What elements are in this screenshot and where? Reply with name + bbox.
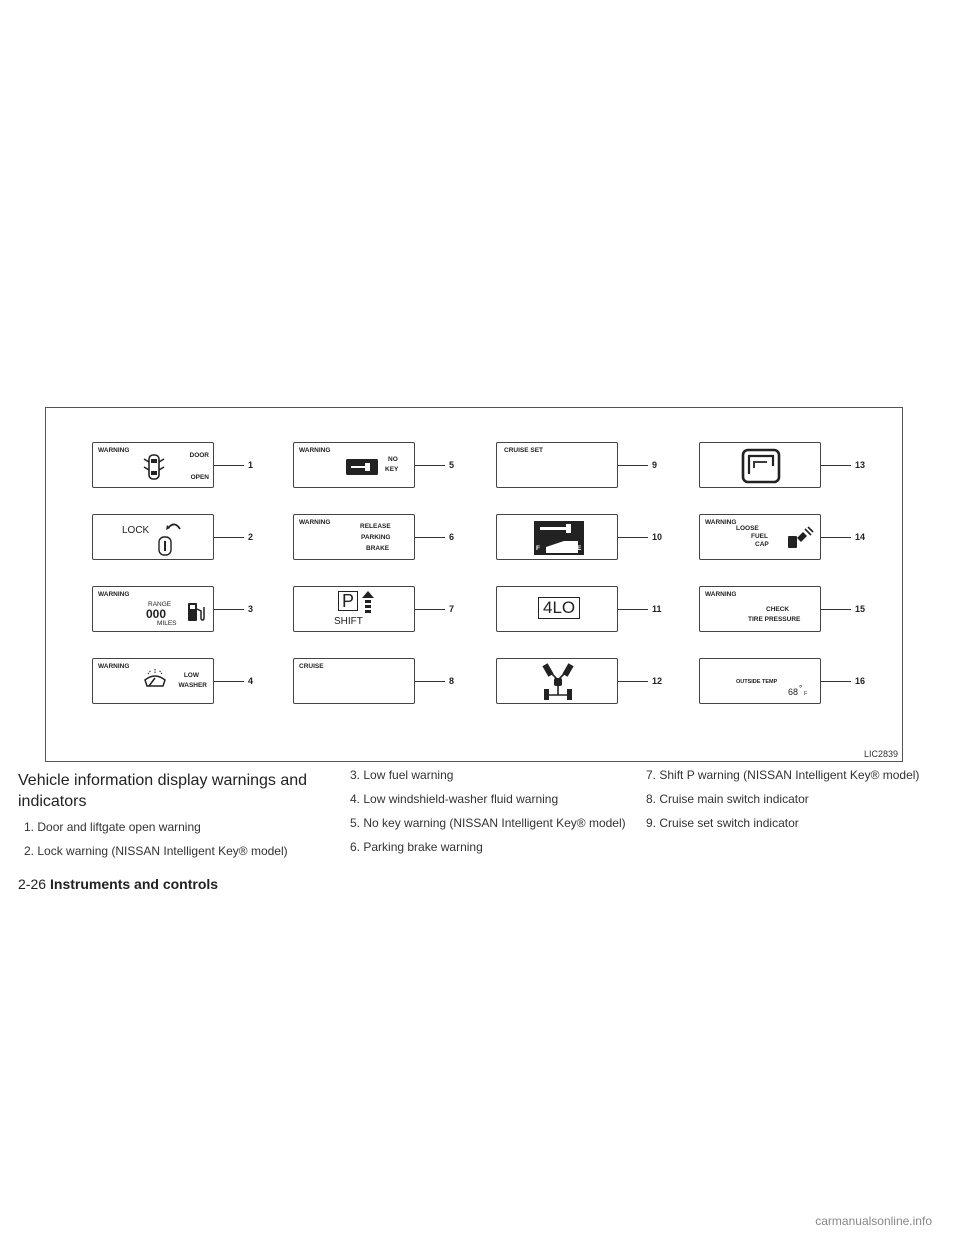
- callout-6: 6: [449, 532, 455, 542]
- section-title: Instruments and controls: [50, 876, 219, 892]
- display-parking-brake: WARNING RELEASE PARKING BRAKE: [293, 514, 415, 560]
- display-door-open: WARNING DOOR OPEN: [92, 442, 214, 488]
- fahrenheit-label: F: [804, 691, 808, 697]
- key-label: KEY: [385, 466, 399, 473]
- car-doors-open-icon: [143, 454, 165, 480]
- warning-label: WARNING: [299, 447, 331, 454]
- text-column-1: Vehicle information display warnings and…: [18, 768, 318, 868]
- four-wheel-drive-icon: [542, 663, 574, 700]
- fuel-gauge-icon: [540, 524, 578, 553]
- fuel-label: FUEL: [751, 533, 768, 540]
- brake-label: BRAKE: [366, 545, 390, 552]
- display-low-fuel: WARNING RANGE 000 MILES: [92, 586, 214, 632]
- indicator-figure: WARNING DOOR OPEN 1 LOCK 2 WARNING RANGE…: [45, 407, 903, 762]
- range-label: RANGE: [148, 601, 172, 608]
- list-item: 6. Parking brake warning: [350, 840, 483, 854]
- callout-5: 5: [449, 460, 455, 470]
- display-shift-p: P SHIFT: [293, 586, 415, 632]
- list-item: 8. Cruise main switch indicator: [646, 792, 809, 806]
- display-lock: LOCK: [92, 514, 214, 560]
- open-label: OPEN: [190, 474, 209, 481]
- outside-temp-label: OUTSIDE TEMP: [736, 679, 778, 685]
- gauge-f-label: F: [536, 545, 540, 552]
- callout-13: 13: [855, 460, 866, 470]
- display-fuel-gauge: F E: [496, 514, 618, 560]
- callout-2: 2: [248, 532, 254, 542]
- warning-label: WARNING: [705, 591, 737, 598]
- text-column-3: 7. Shift P warning (NISSAN Intelligent K…: [640, 768, 925, 840]
- list-item: 9. Cruise set switch indicator: [646, 816, 799, 830]
- callout-15: 15: [855, 604, 866, 614]
- 4lo-label: 4LO: [538, 597, 581, 619]
- display-loose-fuel-cap: WARNING LOOSE FUEL CAP: [699, 514, 821, 560]
- key-fob-icon: [346, 459, 378, 475]
- callout-1: 1: [248, 460, 254, 470]
- arrow-up-icon: [362, 591, 374, 613]
- callout-4: 4: [248, 676, 254, 686]
- cap-label: CAP: [755, 541, 769, 548]
- warning-label: WARNING: [98, 447, 130, 454]
- shift-label: SHIFT: [334, 616, 363, 627]
- list-item: 2. Lock warning (NISSAN Intelligent Key®…: [24, 844, 288, 858]
- display-liftgate: [699, 442, 821, 488]
- door-label: DOOR: [189, 452, 210, 459]
- list-item: 4. Low windshield-washer fluid warning: [350, 792, 559, 806]
- display-no-key: WARNING NO KEY: [293, 442, 415, 488]
- callout-9: 9: [652, 460, 658, 470]
- display-low-washer: WARNING LOW WASHER: [92, 658, 214, 704]
- miles-label: MILES: [157, 620, 177, 627]
- list-item: 1. Door and liftgate open warning: [24, 820, 201, 834]
- low-label: LOW: [183, 672, 199, 679]
- washer-fluid-icon: [144, 669, 166, 687]
- figure-code: LIC2839: [863, 749, 898, 759]
- degree-symbol: °: [799, 684, 803, 693]
- page-number: 2-26: [18, 876, 47, 892]
- liftgate-open-icon: [741, 448, 781, 484]
- callout-8: 8: [449, 676, 455, 686]
- check-label: CHECK: [766, 606, 790, 613]
- warning-label: WARNING: [299, 519, 331, 526]
- washer-label: WASHER: [178, 682, 207, 689]
- list-item: 7. Shift P warning (NISSAN Intelligent K…: [646, 768, 920, 782]
- lock-label: LOCK: [122, 525, 150, 536]
- cruise-label: CRUISE: [299, 663, 324, 670]
- callout-14: 14: [855, 532, 866, 542]
- watermark: carmanualsonline.info: [815, 1214, 932, 1228]
- display-cruise: CRUISE: [293, 658, 415, 704]
- text-column-2: 3. Low fuel warning 4. Low windshield-wa…: [344, 768, 626, 864]
- display-4lo: 4LO: [496, 586, 618, 632]
- list-item: 3. Low fuel warning: [350, 768, 454, 782]
- display-tire-pressure: WARNING CHECK TIRE PRESSURE: [699, 586, 821, 632]
- callout-12: 12: [652, 676, 663, 686]
- temp-value: 68: [788, 687, 799, 697]
- callout-16: 16: [855, 676, 866, 686]
- warning-label: WARNING: [98, 591, 130, 598]
- range-value: 000: [146, 607, 167, 621]
- cruise-set-label: CRUISE SET: [504, 447, 544, 454]
- callout-3: 3: [248, 604, 254, 614]
- callout-10: 10: [652, 532, 663, 542]
- section-heading: Vehicle information display warnings and…: [18, 772, 308, 810]
- display-outside-temp: OUTSIDE TEMP 68 ° F: [699, 658, 821, 704]
- callout-7: 7: [449, 604, 455, 614]
- display-cruise-set: CRUISE SET: [496, 442, 618, 488]
- release-label: RELEASE: [360, 523, 391, 530]
- gauge-e-label: E: [577, 545, 582, 552]
- callout-11: 11: [652, 604, 662, 614]
- tire-pressure-label: TIRE PRESSURE: [748, 616, 801, 623]
- loose-label: LOOSE: [736, 525, 759, 532]
- fuel-cap-icon: [788, 526, 814, 548]
- parking-label: PARKING: [361, 534, 391, 541]
- list-item: 5. No key warning (NISSAN Intelligent Ke…: [350, 816, 626, 830]
- no-label: NO: [388, 456, 398, 463]
- lock-key-icon: [158, 523, 181, 556]
- warning-label: WARNING: [705, 519, 737, 526]
- display-4wd: [496, 658, 618, 704]
- warning-label: WARNING: [98, 663, 130, 670]
- fuel-pump-icon: [188, 603, 205, 621]
- p-letter: P: [338, 591, 359, 611]
